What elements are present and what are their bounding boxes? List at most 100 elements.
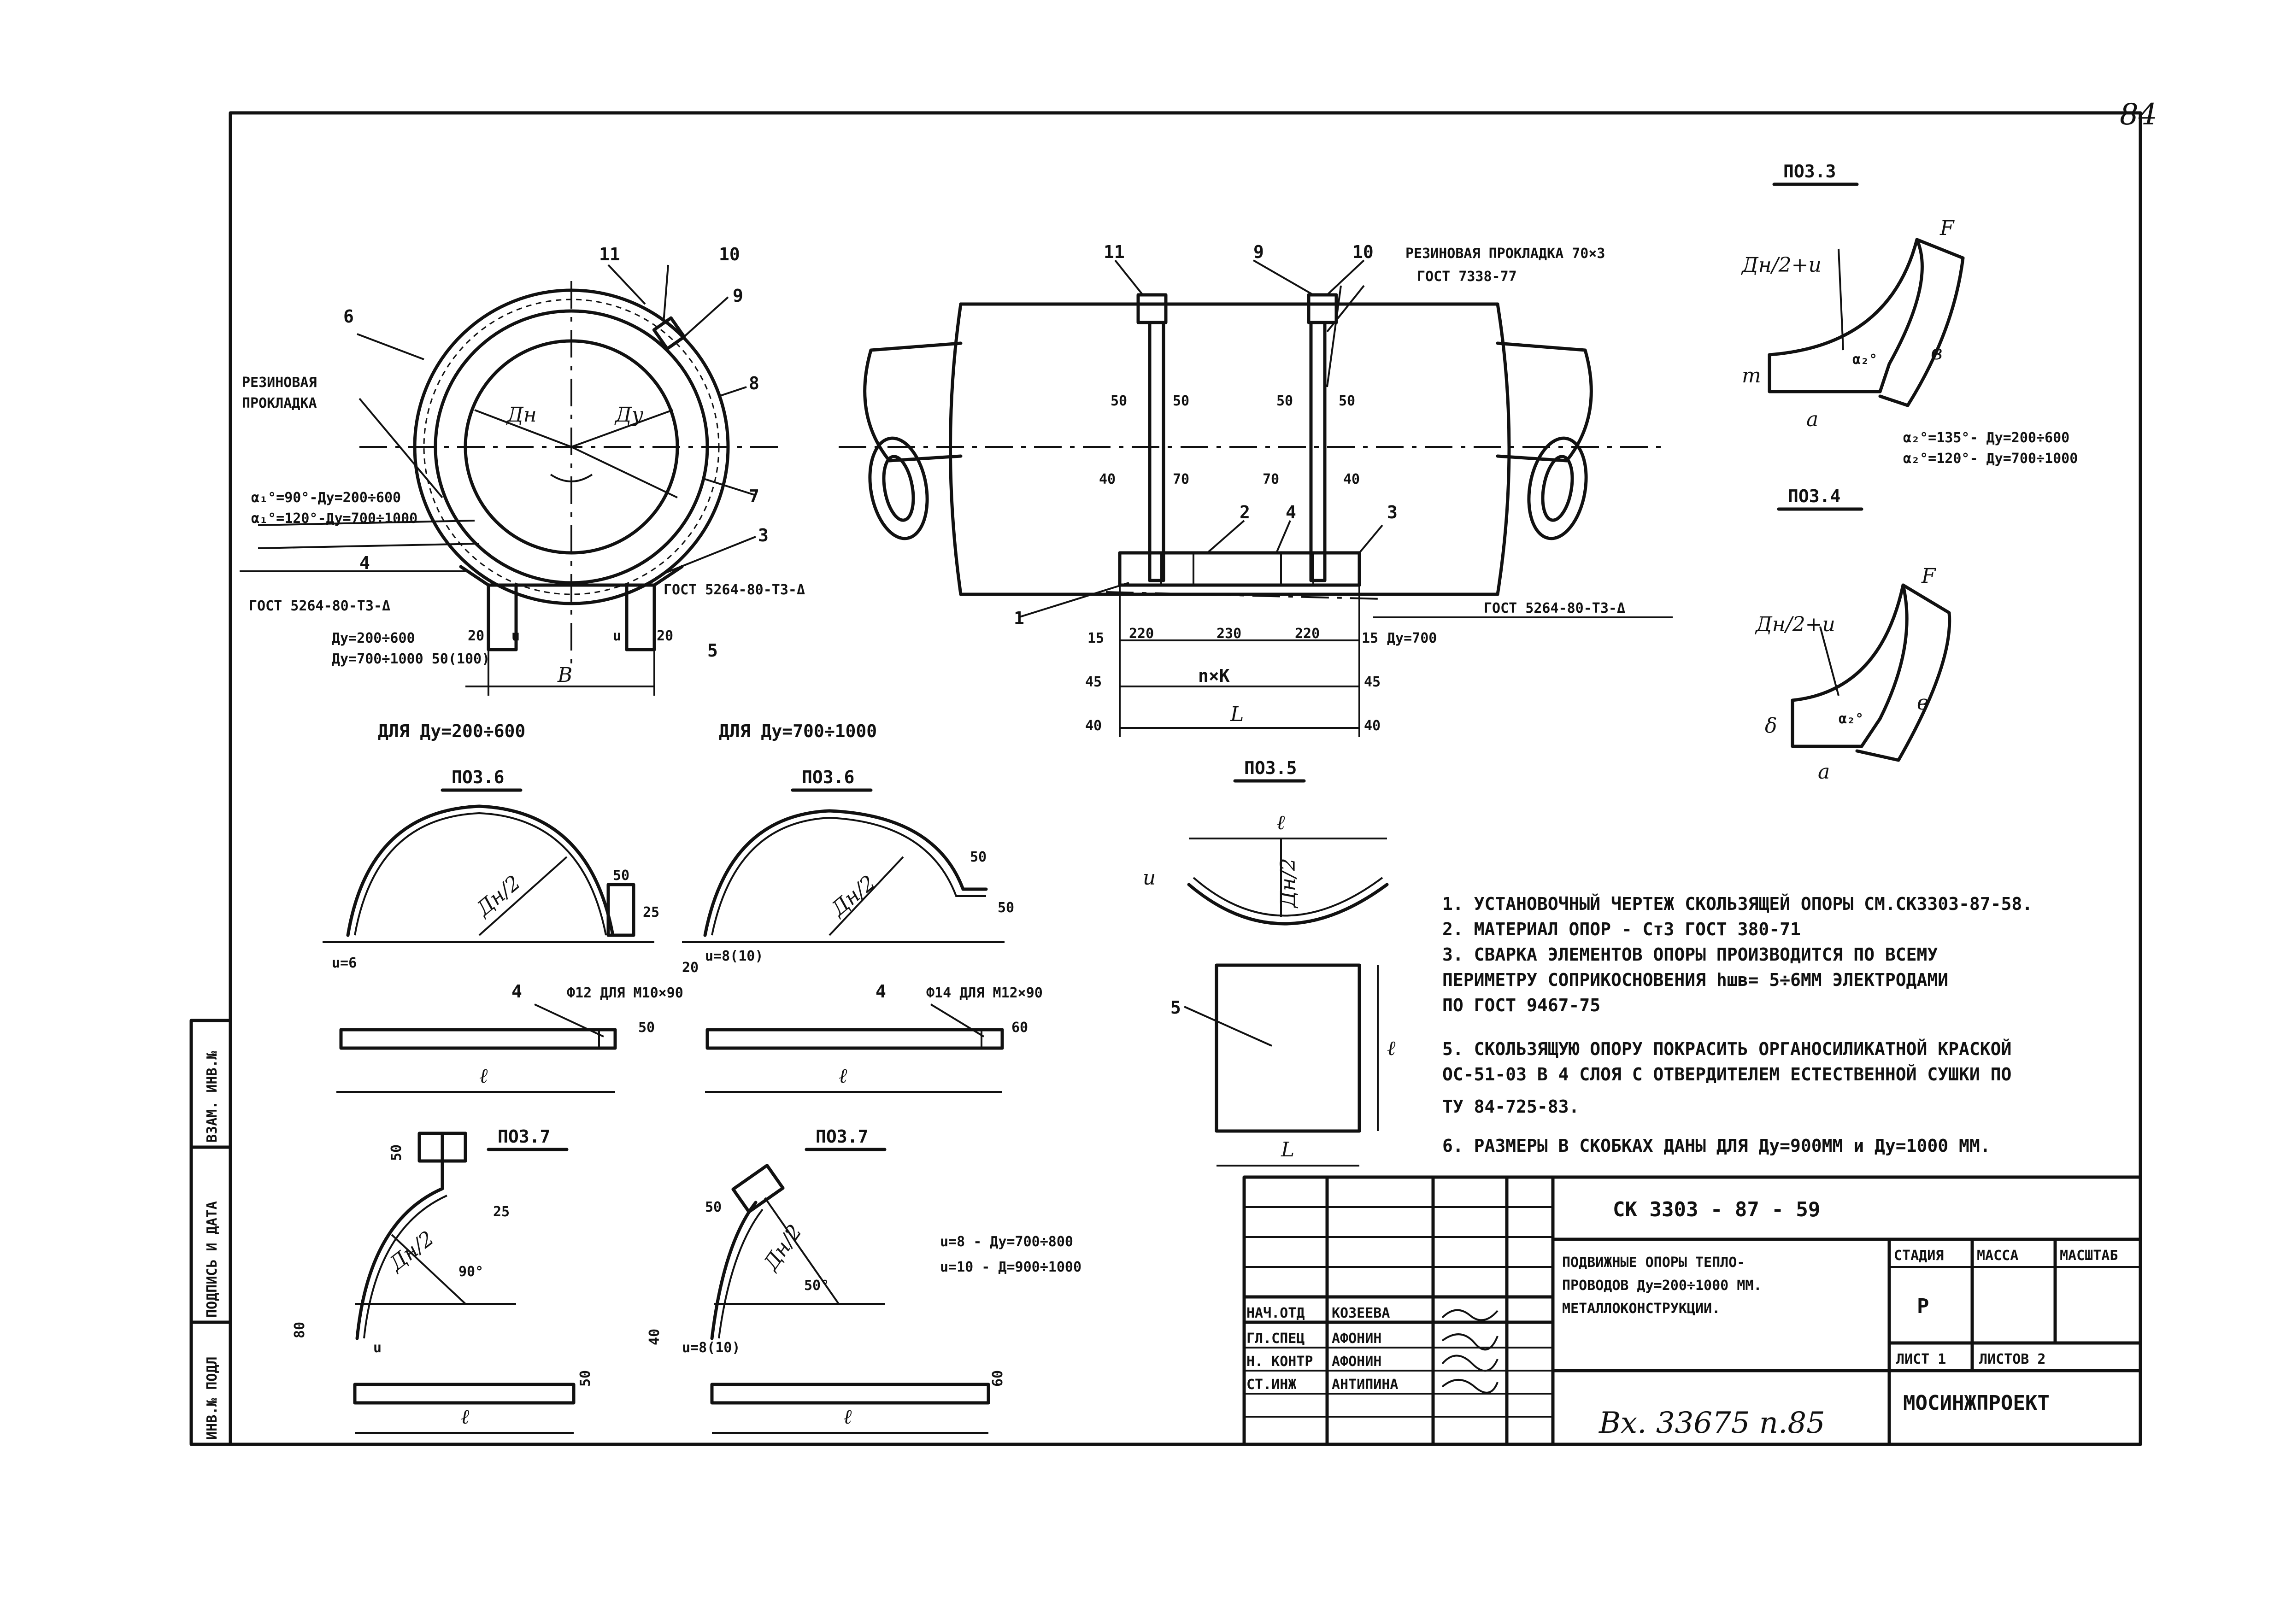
gasket-gost: ГОСТ 7338-77 [1417,269,1517,285]
poz6b-u: u=8(10) [705,948,763,964]
inner-pipe-circle [464,339,679,555]
section-view: Дн Ду 11 10 9 6 8 7 3 4 5 РЕЗИНОВАЯ ПРОК… [240,244,805,696]
poz4-title: ПОЗ.4 [1788,486,1840,506]
sv-callout-10: 10 [719,244,740,264]
dim-20-right: 20 [657,628,673,644]
poz7b-angle: 50° [804,1278,829,1294]
angle-arc [550,474,593,482]
dim-20-left: 20 [468,628,484,644]
poz6b-50a: 50 [970,849,987,865]
plate-left-d: 50 [638,1020,655,1036]
doc-name-2: ПРОВОДОВ Ду=200÷1000 ММ. [1562,1278,1762,1294]
poz7b-l: ℓ [843,1405,852,1429]
poz6a-detail: ПОЗ.6 Дн/2 50 25 u=6 [323,767,659,971]
dim-top-3: 50 [1276,393,1293,409]
signature-4 [1441,1379,1499,1394]
note-3b: ПЕРИМЕТРУ СОПРИКОСНОВЕНИЯ hшв= 5÷6ММ ЭЛЕ… [1442,970,1948,990]
poz3-detail: ПОЗ.3 Дн/2+u F в а m α₂° α₂°=135°- Ду=20… [1741,161,2078,467]
poz3-note1: α₂°=135°- Ду=200÷600 [1903,430,2069,446]
dn-label: Дн [506,403,537,427]
dim-top-2: 50 [1173,393,1189,409]
angle-note-1: α₁°=90°-Ду=200÷600 [251,490,401,506]
poz6b-20: 20 [682,960,699,976]
sv-callout-6: 6 [343,306,354,327]
dim-mid-4: 40 [1343,471,1360,487]
poz7a-u: u [373,1340,382,1356]
poz7a-r: Дн/2 [384,1226,439,1276]
dim-b: В [557,663,572,687]
note-2: 2. МАТЕРИАЛ ОПОР - Ст3 ГОСТ 380-71 [1442,919,1801,939]
gasket-label-2: ПРОКЛАДКА [242,395,317,411]
organization: МОСИНЖПРОЕКТ [1903,1391,2050,1415]
plate-left: 4 Ф12 ДЛЯ М10×90 50 ℓ [336,981,683,1093]
side-callout-2: 2 [1240,502,1250,522]
mass-header: МАССА [1977,1248,2018,1264]
note-5b: ОС-51-03 В 4 СЛОЯ С ОТВЕРДИТЕЛЕМ ЕСТЕСТВ… [1442,1064,2011,1085]
sig-role-4: СТ.ИНЖ [1246,1377,1296,1393]
page-number: 84 [2120,98,2157,132]
note-6: 6. РАЗМЕРЫ В СКОБКАХ ДАНЫ ДЛЯ Ду=900ММ и… [1442,1136,1991,1156]
dim-r3-L: L [1230,703,1244,726]
doc-name-1: ПОДВИЖНЫЕ ОПОРЫ ТЕПЛО- [1562,1255,1745,1271]
sv-callout-3: 3 [758,525,769,545]
poz4-b: в [1917,691,1929,715]
plate-right-hole: Ф14 ДЛЯ М12×90 [926,985,1043,1001]
side-view: 11 9 10 2 4 3 1 РЕЗИНОВАЯ ПРОКЛАДКА 70×3… [839,242,1673,737]
side-callout-9: 9 [1253,242,1264,262]
poz3-a: а [1806,408,1818,431]
poz7b-title: ПОЗ.7 [816,1126,868,1147]
poz6b-50b: 50 [998,900,1014,916]
plate-right: 4 Ф14 ДЛЯ М12×90 60 ℓ [705,981,1043,1093]
poz5-title: ПОЗ.5 [1244,758,1297,778]
sv-callout-7: 7 [749,486,759,506]
stage-value: Р [1917,1295,1929,1318]
dim-mid-2: 70 [1173,471,1189,487]
poz7a-80: 80 [292,1322,308,1338]
poz7b-50: 50 [705,1199,722,1215]
dim-mid-1: 40 [1099,471,1116,487]
poz5-detail: ПОЗ.5 ℓ u Дн/2 5 L ℓ [1143,758,1396,1167]
poz5-l2: ℓ [1387,1037,1396,1060]
side-gost: ГОСТ 5264-80-Т3-Δ [1484,600,1625,616]
poz5-l: ℓ [1276,811,1285,834]
sv-callout-8: 8 [749,373,759,393]
poz7b-40: 40 [646,1329,663,1345]
poz6a-50: 50 [613,868,629,884]
dim-dy-large: Ду=700÷1000 50(100) [332,651,490,667]
gasket-label: РЕЗИНОВАЯ ПРОКЛАДКА 70×3 [1405,246,1605,262]
notes: 1. УСТАНОВОЧНЫЙ ЧЕРТЕЖ СКОЛЬЗЯЩЕЙ ОПОРЫ … [1442,894,2033,1156]
sig-role-2: ГЛ.СПЕЦ [1246,1331,1305,1347]
poz6a-arc [346,804,615,937]
dim-r3-40b: 40 [1364,718,1381,734]
poz4-a: а [1818,760,1830,784]
heading-large: ДЛЯ Ду=700÷1000 [719,721,877,741]
stage-header: СТАДИЯ [1894,1248,1944,1264]
outer-pipe-circle [413,288,730,605]
poz6b-r: Дн/2 [826,871,880,921]
dn-radius [474,409,572,448]
base-plate [1118,551,1361,587]
poz7a-angle: 90° [458,1264,483,1280]
poz4-f: F [1921,564,1936,588]
gasket-label-1: РЕЗИНОВАЯ [242,375,317,391]
plate-left-pos: 4 [511,981,522,1002]
sv-callout-4: 4 [359,553,370,573]
note-5c: ТУ 84-725-83. [1442,1096,1579,1117]
poz4-detail: ПОЗ.4 Дн/2+u F в а δ α₂° [1755,486,1951,784]
poz3-b: в [1931,341,1943,364]
side-callout-10: 10 [1352,242,1374,262]
dim-r2-nk: n×K [1198,666,1230,686]
poz3-note2: α₂°=120°- Ду=700÷1000 [1903,451,2078,467]
sv-callout-11: 11 [599,244,620,264]
poz5-u: u [1143,866,1156,890]
poz7b-u: u=8(10) [682,1340,740,1356]
side-callout-3: 3 [1387,502,1398,522]
sig-role-1: НАЧ.ОТД [1246,1305,1305,1321]
doc-name-3: МЕТАЛЛОКОНСТРУКЦИИ. [1562,1301,1720,1317]
sig-role-3: Н. КОНТР [1246,1354,1313,1370]
poz6a-25: 25 [643,904,659,920]
note-3: 3. СВАРКА ЭЛЕМЕНТОВ ОПОРЫ ПРОИЗВОДИТСЯ П… [1442,944,1938,965]
poz7b-arc [710,1201,758,1340]
dim-dy-small: Ду=200÷600 [332,630,415,646]
